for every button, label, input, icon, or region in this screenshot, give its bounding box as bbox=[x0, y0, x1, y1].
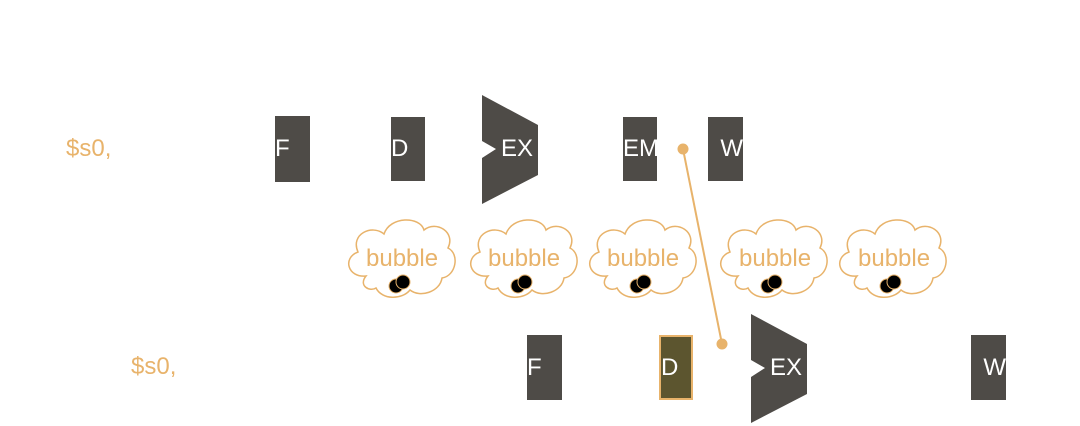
row1-memory-label: EM bbox=[623, 135, 659, 162]
row1-memory-stage: EM bbox=[623, 117, 659, 181]
bubble-label-3: bubble bbox=[607, 245, 680, 272]
row1-execute-alu-shape bbox=[482, 95, 538, 204]
bubble-label-5: bubble bbox=[858, 245, 931, 272]
bubble-label-1: bubble bbox=[366, 245, 439, 272]
instr1-register-label: $s0, bbox=[66, 135, 112, 162]
row1-writeback-label: W bbox=[720, 135, 743, 162]
row1-decode-label: D bbox=[391, 135, 409, 162]
bubble-label-4: bubble bbox=[739, 245, 812, 272]
row2-fetch-stage: F bbox=[527, 335, 562, 400]
row2-fetch-label: F bbox=[527, 353, 542, 381]
row1-writeback-stage: W bbox=[708, 117, 743, 181]
row2-decode-stage-highlighted: D bbox=[659, 335, 693, 400]
row1-decode-stage: D bbox=[391, 117, 425, 181]
forwarding-source-dot bbox=[677, 143, 689, 155]
instr2-register-label: $s0, bbox=[131, 353, 177, 380]
row2-writeback-label: W bbox=[983, 353, 1006, 381]
row2-writeback-stage: W bbox=[971, 335, 1006, 400]
row1-fetch-label: F bbox=[275, 135, 290, 162]
forwarding-line bbox=[682, 148, 723, 345]
row2-execute-label: EX bbox=[770, 354, 803, 381]
row1-execute-label: EX bbox=[501, 135, 534, 162]
row1-fetch-stage: F bbox=[275, 116, 310, 182]
row2-execute-alu-shape bbox=[751, 314, 807, 423]
row2-decode-label: D bbox=[661, 353, 679, 381]
bubble-label-2: bubble bbox=[488, 245, 561, 272]
forwarding-dest-dot bbox=[716, 338, 728, 350]
